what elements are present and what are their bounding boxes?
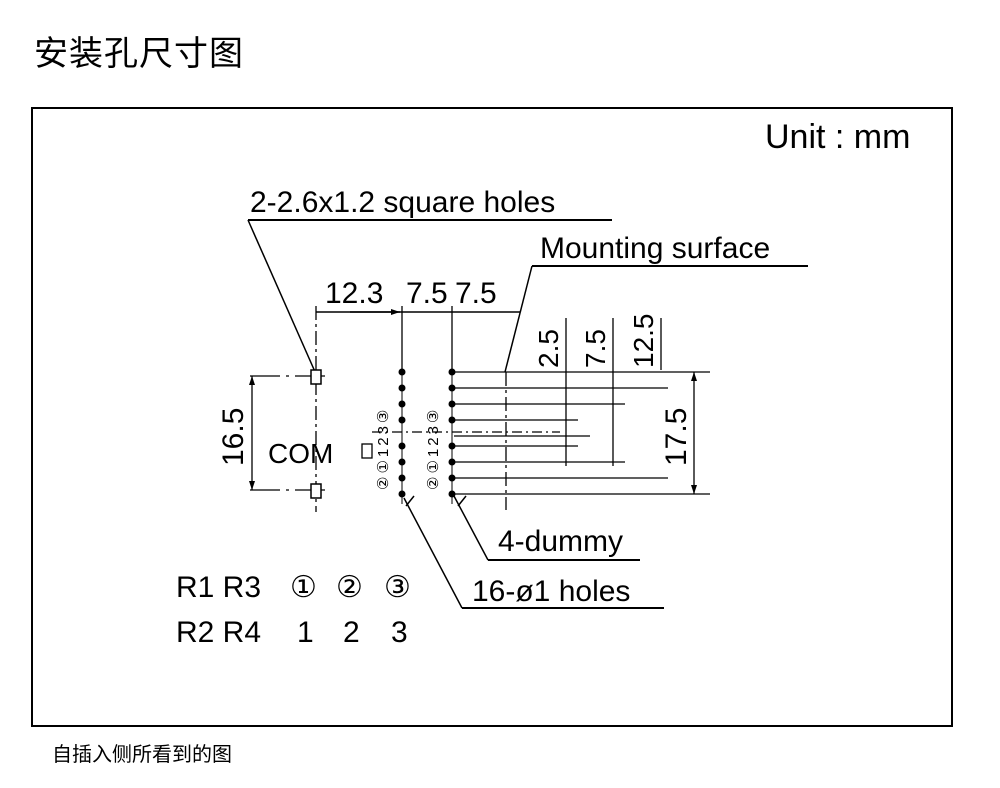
legend-row2-c1: 1 bbox=[297, 616, 314, 649]
dummy-leader-2 bbox=[457, 495, 467, 507]
legend-row1-c2: ② bbox=[336, 571, 363, 604]
mounting-surface-leader bbox=[504, 265, 533, 373]
com-label: COM bbox=[268, 438, 333, 469]
diagram-frame bbox=[31, 107, 953, 727]
round-holes-leader-2 bbox=[405, 495, 415, 507]
com-marker bbox=[361, 443, 373, 459]
square-hole-top bbox=[310, 369, 322, 385]
pin-labels-right: ②①123③ bbox=[425, 410, 442, 490]
pin-labels-left: ②①123③ bbox=[375, 410, 392, 490]
figure-caption: 自插入侧所看到的图 bbox=[52, 742, 232, 766]
square-holes-callout: 2-2.6x1.2 square holes bbox=[250, 186, 555, 219]
mounting-surface-callout: Mounting surface bbox=[540, 232, 770, 265]
dim-2-5: 2.5 bbox=[533, 329, 564, 368]
round-holes-leader bbox=[403, 497, 463, 609]
square-hole-bottom bbox=[310, 483, 322, 499]
dim-12-5: 12.5 bbox=[628, 314, 659, 369]
legend-row2-c3: 3 bbox=[391, 616, 408, 649]
legend-row1-c3: ③ bbox=[384, 571, 411, 604]
legend-row2-c2: 2 bbox=[343, 616, 360, 649]
dummy-leader bbox=[453, 495, 489, 561]
legend-row1-c1: ① bbox=[290, 571, 317, 604]
dim-12-3: 12.3 bbox=[325, 277, 383, 310]
dim-7-5-v: 7.5 bbox=[580, 329, 611, 368]
unit-label: Unit : mm bbox=[765, 118, 910, 156]
dim-16-5: 16.5 bbox=[217, 408, 250, 466]
right-extension-lines bbox=[454, 371, 710, 495]
page-title: 安装孔尺寸图 bbox=[34, 34, 244, 74]
square-holes-leader bbox=[247, 219, 317, 375]
legend-row1-label: R1 R3 bbox=[176, 571, 261, 604]
round-holes-callout: 16-ø1 holes bbox=[472, 575, 630, 608]
dummy-callout: 4-dummy bbox=[498, 525, 623, 558]
dim-7-5-a: 7.5 bbox=[406, 277, 448, 310]
legend-row2-label: R2 R4 bbox=[176, 616, 261, 649]
dim-7-5-b: 7.5 bbox=[455, 277, 497, 310]
dim-17-5: 17.5 bbox=[660, 408, 693, 466]
